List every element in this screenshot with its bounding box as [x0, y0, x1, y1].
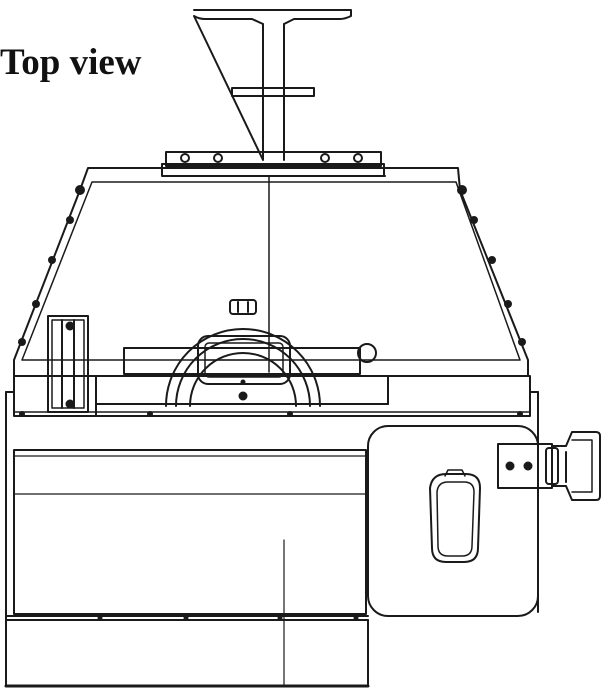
round-hatch [165, 299, 321, 407]
left-handle [47, 315, 89, 413]
view-title: Top view [0, 42, 142, 83]
base-shelf [13, 375, 531, 417]
cabinet-body [4, 391, 539, 688]
mast-assembly [193, 9, 352, 373]
right-door [367, 425, 539, 617]
crossbar [123, 343, 377, 375]
side-latch [497, 431, 601, 501]
mounting-plate [161, 151, 386, 177]
